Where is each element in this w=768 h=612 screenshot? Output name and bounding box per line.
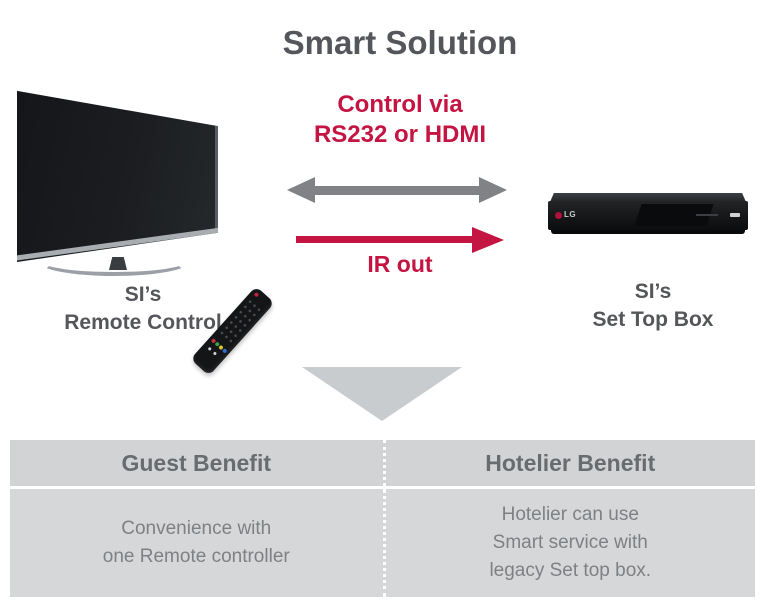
tv-remote-label: SI’s Remote Control (33, 281, 253, 337)
remote-lower-buttons (207, 346, 218, 356)
stb-buttons (696, 214, 718, 216)
hotelier-benefit-line3: legacy Set top box. (489, 560, 652, 581)
ir-arrow-icon (296, 227, 504, 253)
ir-arrow-head (472, 227, 504, 253)
lg-logo-text: LG (564, 210, 577, 219)
connection-label-top: Control via RS232 or HDMI (285, 90, 515, 150)
tv-remote-label-line1: SI’s (124, 283, 162, 306)
stb-label-line1: SI’s (634, 280, 672, 303)
hotelier-benefit-line1: Hotelier can use (501, 504, 639, 525)
stb-front-panel: LG (548, 201, 748, 230)
tv-bezel-edge (215, 90, 218, 262)
ir-out-label: IR out (367, 251, 433, 277)
hotelier-benefit-header: Hotelier Benefit (382, 440, 755, 486)
hotelier-benefit-text: Hotelier can use Smart service with lega… (382, 489, 755, 597)
arrow-head-right (479, 177, 507, 203)
connection-label-line1: Control via (337, 91, 463, 118)
guest-benefit-line2: one Remote controller (102, 546, 290, 567)
stb-base (551, 230, 745, 234)
lg-logo: LG (555, 211, 576, 219)
tv-remote-label-line2: Remote Control (64, 311, 222, 334)
guest-benefit-line1: Convenience with (121, 518, 272, 539)
remote-power-button (253, 291, 260, 298)
connection-label-line2: RS232 or HDMI (313, 121, 487, 148)
guest-benefit-header: Guest Benefit (10, 440, 383, 486)
table-body-row: Convenience with one Remote controller H… (10, 489, 755, 597)
table-header-row: Guest Benefit Hotelier Benefit (10, 440, 755, 486)
down-triangle-icon (302, 367, 462, 421)
tv-icon (14, 88, 275, 376)
hotelier-benefit-line2: Smart service with (492, 532, 648, 553)
lg-logo-mark (555, 211, 562, 219)
tv-screen (17, 90, 218, 262)
stb-top-surface (550, 193, 746, 202)
arrow-shaft (309, 186, 485, 195)
stb-label-line2: Set Top Box (592, 308, 714, 331)
bidirectional-arrow-icon (287, 177, 507, 203)
set-top-box-icon: LG (548, 193, 748, 237)
guest-benefit-text: Convenience with one Remote controller (10, 489, 383, 597)
stb-label: SI’s Set Top Box (543, 278, 763, 334)
benefit-table: Guest Benefit Hotelier Benefit Convenien… (10, 440, 755, 597)
ir-arrow-shaft (296, 236, 476, 243)
stb-usb-port (730, 213, 740, 217)
tv-stand (39, 248, 189, 276)
page-title: Smart Solution (282, 24, 518, 61)
